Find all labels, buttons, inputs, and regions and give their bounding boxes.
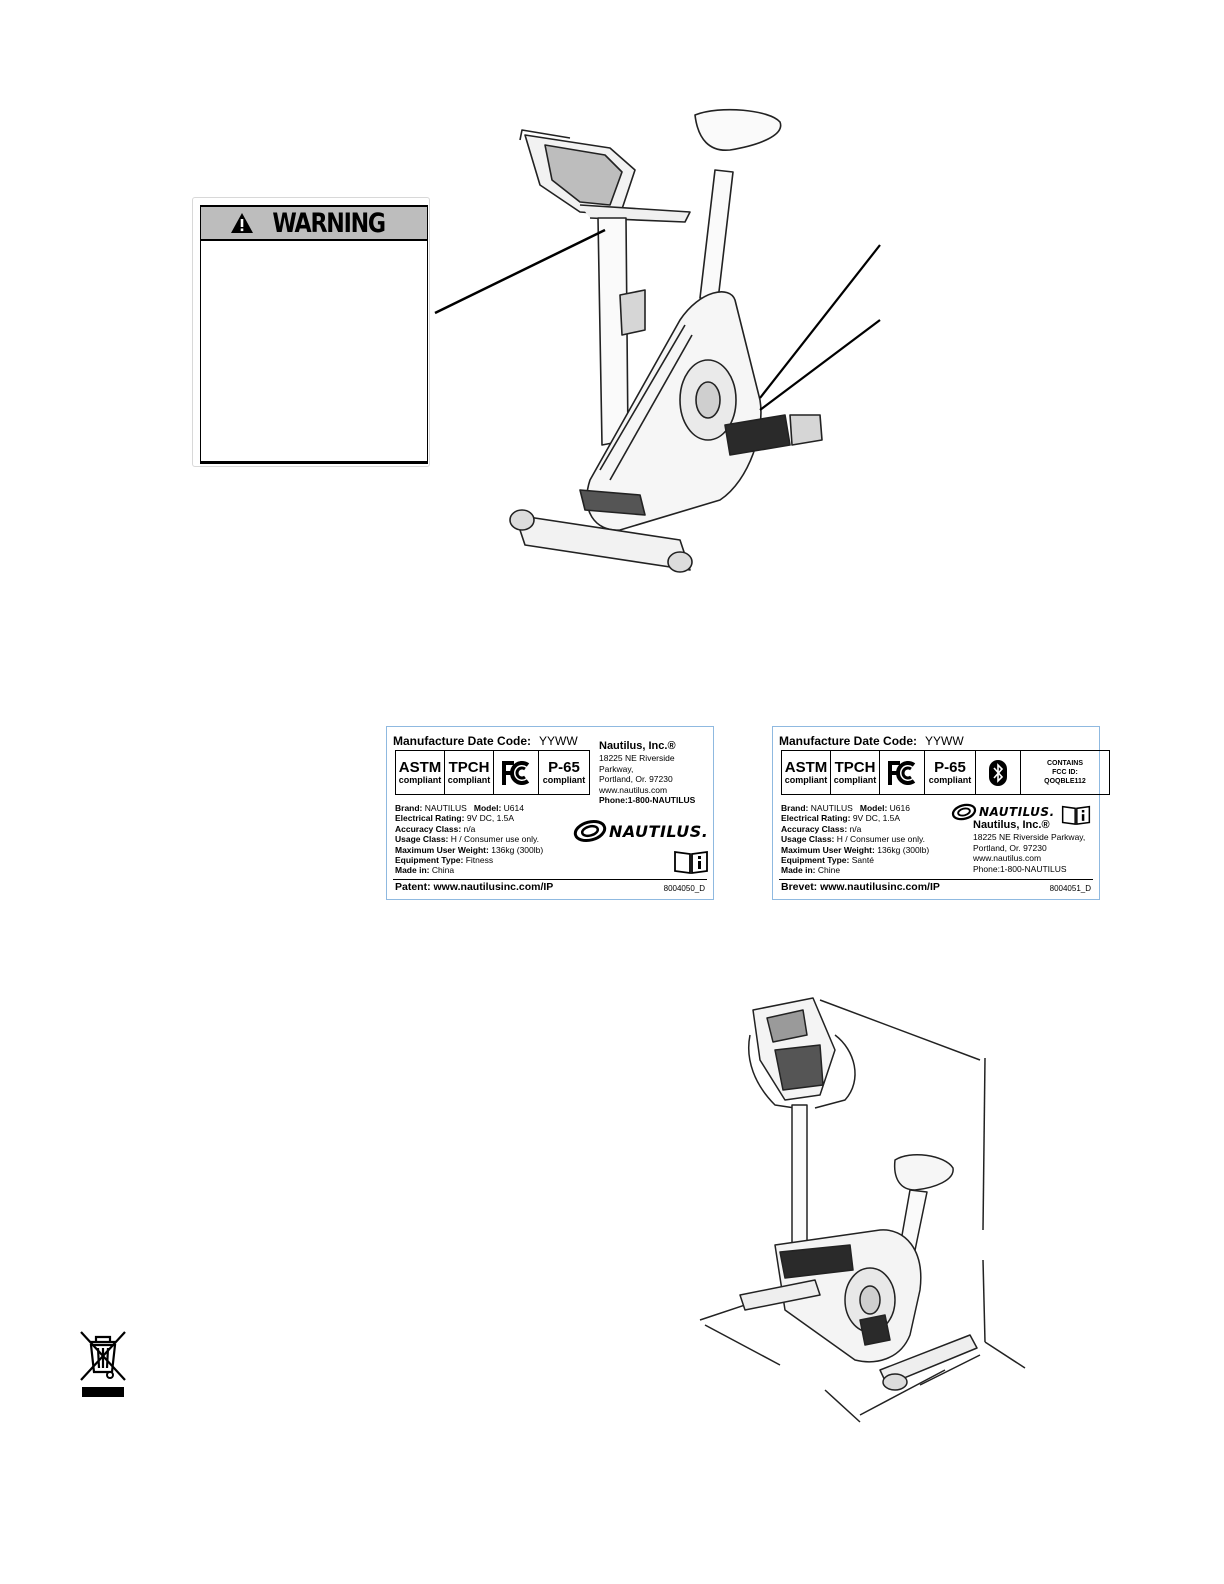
bike-illustration-top [434, 108, 881, 573]
nautilus-logo: NAUTILUS. [573, 819, 708, 843]
spec-list: Brand: NAUTILUS Model: U614 Electrical R… [395, 803, 544, 876]
patent-url: Patent: www.nautilusinc.com/IP [395, 881, 554, 893]
p65-cert: P-65 compliant [925, 751, 976, 794]
p65-cert: P-65 compliant [542, 759, 586, 785]
company-address: Nautilus, Inc.® 18225 NE Riverside Parkw… [599, 740, 707, 806]
patent-url: Brevet: www.nautilusinc.com/IP [781, 881, 940, 893]
part-number: 8004050_D [663, 884, 705, 893]
manufacture-date-label: Manufacture Date Code: [779, 734, 918, 748]
warning-triangle-icon [231, 213, 254, 233]
company-name: Nautilus, Inc.® [599, 740, 676, 752]
manufacture-date-code: YYWW [539, 734, 578, 748]
product-label-u614: Manufacture Date Code: YYWW ASTM complian… [386, 726, 714, 900]
bike-clearance-illustration [699, 997, 1026, 1423]
manufacture-date-code: YYWW [925, 734, 964, 748]
nautilus-logo: NAUTILUS. [951, 803, 1055, 821]
label-divider [393, 879, 707, 880]
manufacture-date: Manufacture Date Code: YYWW [393, 734, 578, 748]
product-label-u616: Manufacture Date Code: YYWW ASTM complian… [772, 726, 1110, 900]
label-divider [779, 879, 1093, 880]
fcc-id-box: CONTAINS FCC ID: QOQBLE112 [1044, 760, 1086, 785]
tpch-cert: TPCH compliant [831, 751, 880, 794]
read-manual-icon [1061, 805, 1091, 826]
warning-decal: WARNING [200, 205, 428, 464]
read-manual-icon [674, 850, 708, 875]
tpch-cert: TPCH compliant [445, 751, 494, 794]
certification-row: ASTM compliant TPCH compliant P-65 compl… [395, 750, 590, 795]
fcc-logo-icon [494, 751, 539, 794]
bluetooth-icon [976, 751, 1021, 794]
company-address: Nautilus, Inc.® 18225 NE Riverside Parkw… [973, 819, 1086, 874]
manufacture-date-label: Manufacture Date Code: [393, 734, 532, 748]
company-name: Nautilus, Inc.® [973, 819, 1050, 831]
warning-title: WARNING [272, 207, 387, 239]
astm-cert: ASTM compliant [782, 751, 831, 794]
crossed-bin-icon [80, 1331, 126, 1397]
certification-row: ASTM compliant TPCH compliant P-65 compl… [781, 750, 1110, 795]
spec-list: Brand: NAUTILUS Model: U616 Electrical R… [781, 803, 930, 876]
warning-header: WARNING [201, 205, 427, 241]
fcc-logo-icon [880, 751, 925, 794]
part-number: 8004051_D [1049, 884, 1091, 893]
astm-cert: ASTM compliant [396, 751, 445, 794]
manufacture-date: Manufacture Date Code: YYWW [779, 734, 964, 748]
